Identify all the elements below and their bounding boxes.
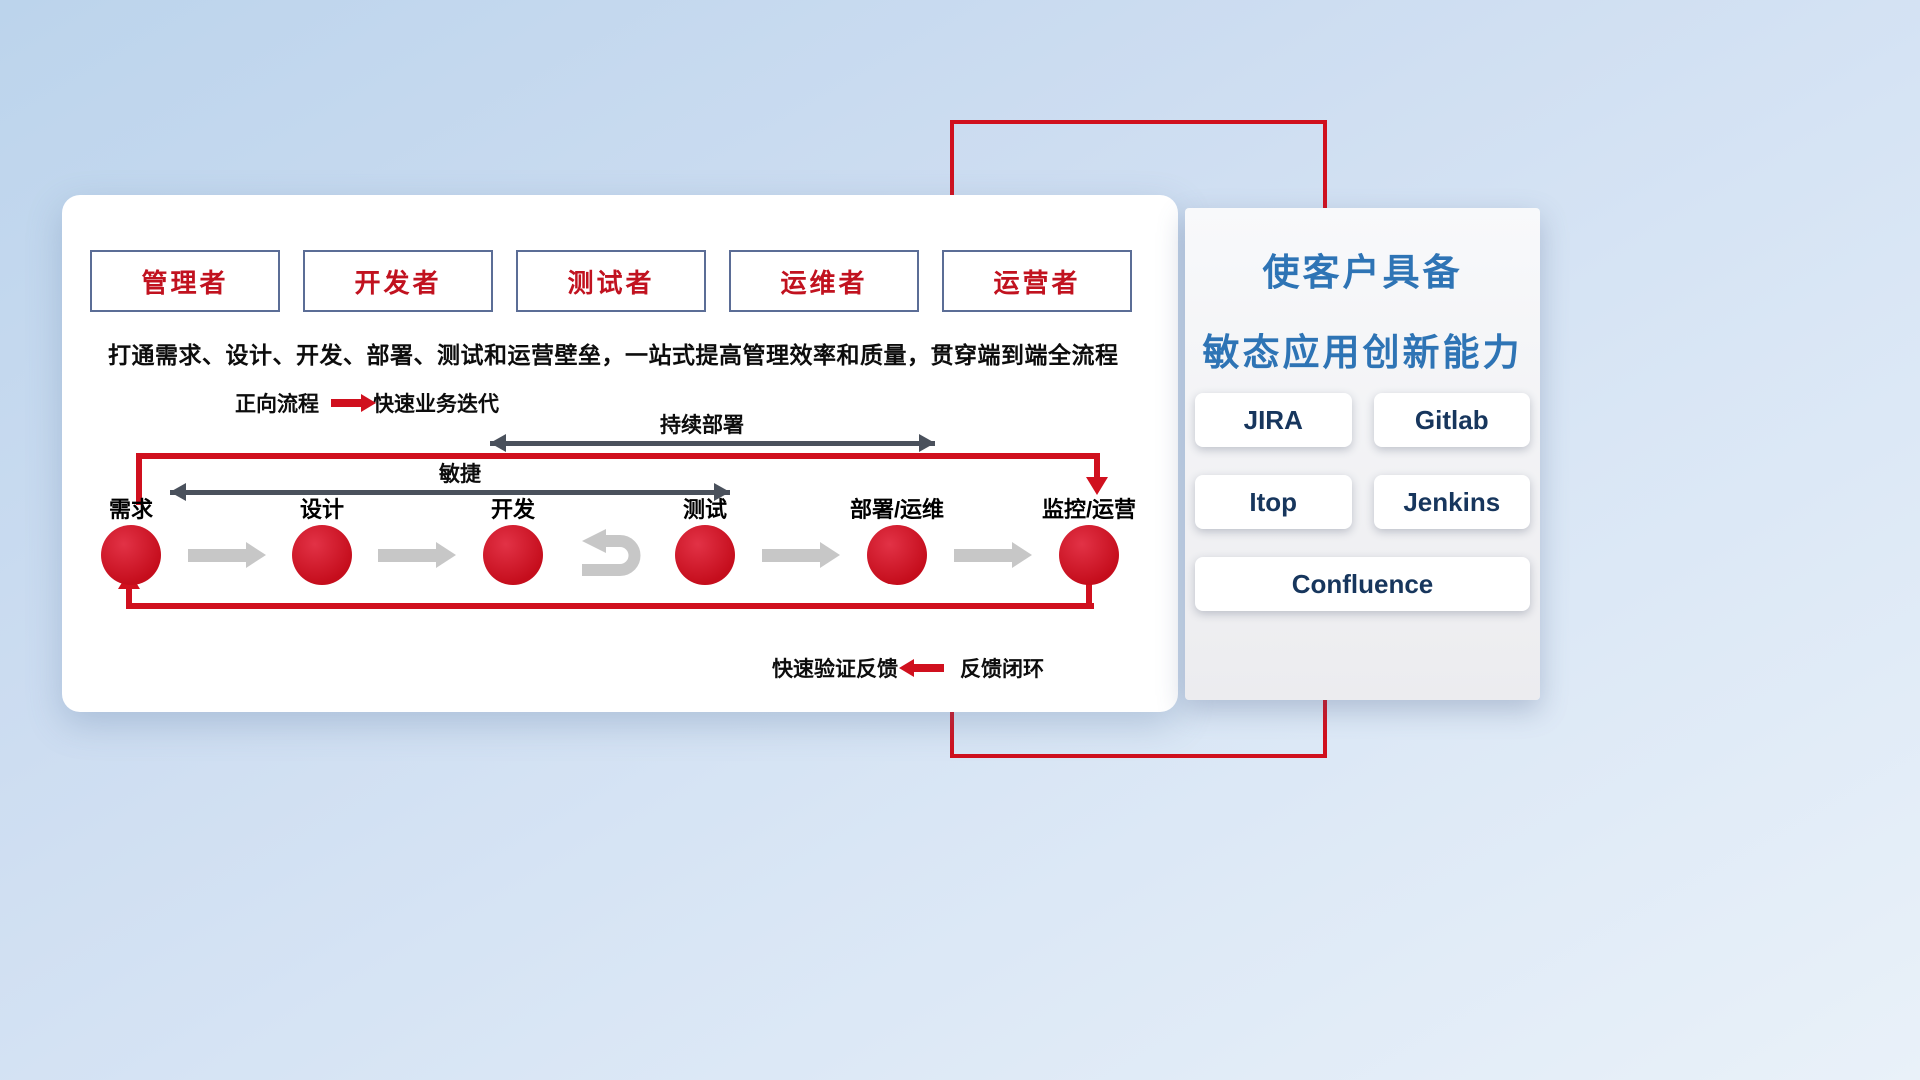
role-box-developer: 开发者 bbox=[303, 250, 493, 312]
stage-label-requirements: 需求 bbox=[108, 497, 153, 522]
feedback-loop-left-line bbox=[126, 587, 132, 607]
continuous-deployment-span-arrow-icon bbox=[490, 434, 935, 452]
stage-circle-deploy-ops bbox=[867, 525, 927, 585]
feedback-arrow-icon bbox=[899, 659, 944, 677]
feedback-loop-right-line bbox=[1086, 583, 1092, 607]
agile-span-arrow-icon bbox=[170, 483, 730, 501]
capability-title-line1: 使客户具备 bbox=[1262, 252, 1463, 293]
feedback-legend: 快速验证反馈 反馈闭环 bbox=[772, 653, 1044, 683]
feedback-label: 反馈闭环 bbox=[960, 658, 1044, 681]
capability-title-line2: 敏态应用创新能力 bbox=[1202, 332, 1523, 373]
role-box-operator: 运营者 bbox=[942, 250, 1132, 312]
forward-loop-left-line bbox=[136, 453, 142, 505]
roles-row: 管理者 开发者 测试者 运维者 运营者 bbox=[90, 250, 1132, 312]
stage-circle-design bbox=[292, 525, 352, 585]
iteration-loop-arrow-icon bbox=[572, 529, 648, 588]
forward-flow-label: 正向流程 bbox=[235, 393, 319, 416]
stage-circle-testing bbox=[675, 525, 735, 585]
stage-label-monitor-ops: 监控/运营 bbox=[1041, 497, 1137, 522]
tool-confluence: Confluence bbox=[1195, 557, 1530, 611]
stage-label-deploy-ops: 部署/运维 bbox=[849, 497, 945, 522]
forward-loop-arrowhead-icon bbox=[1086, 477, 1108, 495]
role-box-manager: 管理者 bbox=[90, 250, 280, 312]
step-arrow-icon bbox=[762, 542, 840, 568]
stage-circle-development bbox=[483, 525, 543, 585]
feedback-loop-bottom-line bbox=[126, 603, 1094, 609]
step-arrow-icon bbox=[378, 542, 456, 568]
tool-gitlab: Gitlab bbox=[1373, 393, 1530, 447]
tool-jira: JIRA bbox=[1195, 393, 1352, 447]
forward-flow-desc: 快速业务迭代 bbox=[373, 393, 499, 416]
step-arrow-icon bbox=[188, 542, 266, 568]
forward-loop-top-line bbox=[136, 453, 1100, 459]
forward-flow-arrow-icon bbox=[331, 394, 376, 412]
stage-label-design: 设计 bbox=[299, 497, 344, 522]
stage-label-testing: 测试 bbox=[682, 497, 727, 522]
tool-jenkins: Jenkins bbox=[1373, 475, 1530, 529]
feedback-desc: 快速验证反馈 bbox=[772, 658, 898, 681]
continuous-deployment-label: 持续部署 bbox=[660, 414, 744, 437]
stage-circle-monitor-ops bbox=[1059, 525, 1119, 585]
tool-itop: Itop bbox=[1195, 475, 1352, 529]
forward-loop-right-line bbox=[1094, 453, 1100, 479]
step-arrow-icon bbox=[954, 542, 1032, 568]
role-box-ops: 运维者 bbox=[729, 250, 919, 312]
flow-description: 打通需求、设计、开发、部署、测试和运营壁垒，一站式提高管理效率和质量，贯穿端到端… bbox=[108, 342, 1119, 368]
forward-flow-legend: 正向流程 快速业务迭代 bbox=[235, 388, 499, 418]
stage-circle-requirements bbox=[101, 525, 161, 585]
role-box-tester: 测试者 bbox=[516, 250, 706, 312]
devops-flow-panel: 管理者 开发者 测试者 运维者 运营者 打通需求、设计、开发、部署、测试和运营壁… bbox=[62, 195, 1178, 712]
agile-label: 敏捷 bbox=[439, 463, 481, 486]
capability-panel: 使客户具备 敏态应用创新能力 JIRA Gitlab Itop Jenkins … bbox=[1185, 208, 1540, 700]
stage-label-development: 开发 bbox=[490, 497, 535, 522]
tools-grid: JIRA Gitlab Itop Jenkins Confluence bbox=[1195, 393, 1530, 611]
